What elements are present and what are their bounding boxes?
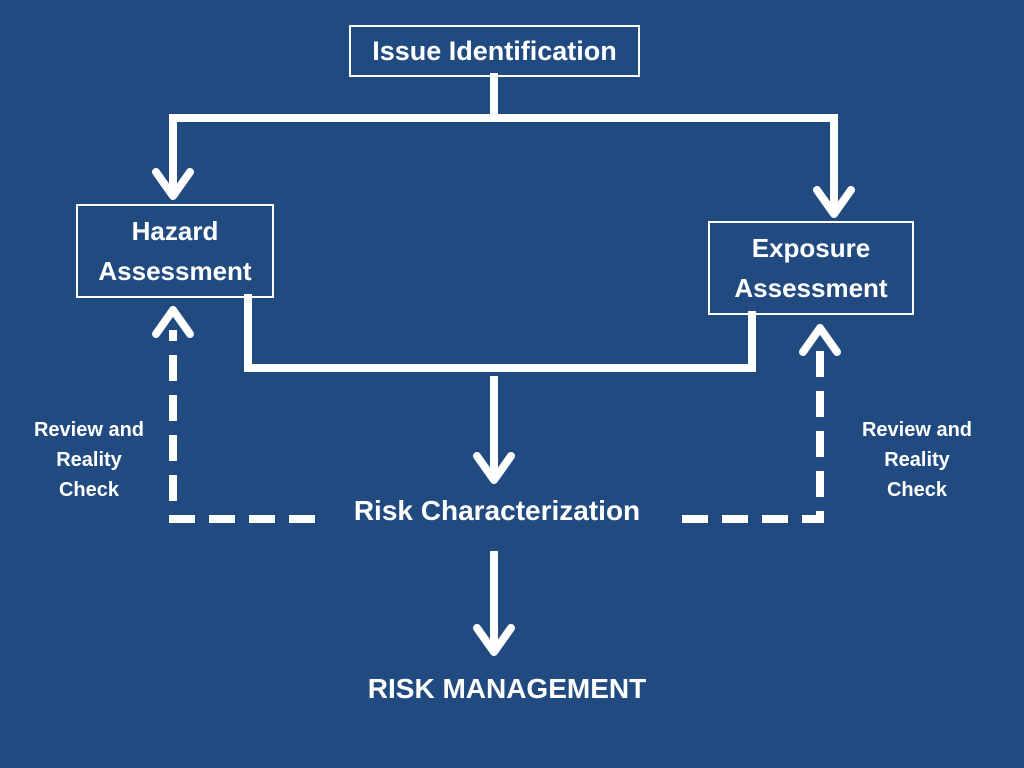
risk-management-label: RISK MANAGEMENT (367, 673, 647, 704)
review-left-line1: Review and (33, 419, 145, 441)
review-right-line3: Check (886, 479, 948, 501)
exposure-assessment-box: Exposure Assessment (708, 221, 914, 315)
review-right-line2: Reality (884, 449, 950, 471)
hazard-assessment-label-line2: Assessment (98, 256, 252, 286)
feedback-right-dashed (682, 348, 824, 523)
arrowhead-to-exposure (813, 186, 855, 218)
review-left-line2: Reality (56, 449, 122, 471)
feedback-left-dashed (169, 330, 315, 523)
hazard-assessment-label-line1: Hazard (131, 216, 219, 246)
exposure-assessment-label-line2: Assessment (734, 273, 888, 303)
arrowhead-to-risk-mgmt (473, 624, 515, 656)
arrowhead-to-risk-char (473, 452, 515, 484)
arrowhead-feedback-exposure (799, 324, 841, 356)
exposure-assessment-label-line1: Exposure (751, 233, 871, 263)
review-right-line1: Review and (861, 419, 973, 441)
review-left-line3: Check (58, 479, 120, 501)
review-reality-check-right: Review and Reality Check (842, 415, 992, 505)
risk-characterization-label: Risk Characterization (353, 495, 641, 526)
issue-identification-label: Issue Identification (372, 35, 617, 66)
arrowhead-to-hazard (152, 168, 194, 200)
arrowhead-feedback-hazard (152, 306, 194, 338)
review-reality-check-left: Review and Reality Check (14, 415, 164, 505)
hazard-assessment-box: Hazard Assessment (76, 204, 274, 298)
issue-identification-box: Issue Identification (349, 25, 640, 77)
